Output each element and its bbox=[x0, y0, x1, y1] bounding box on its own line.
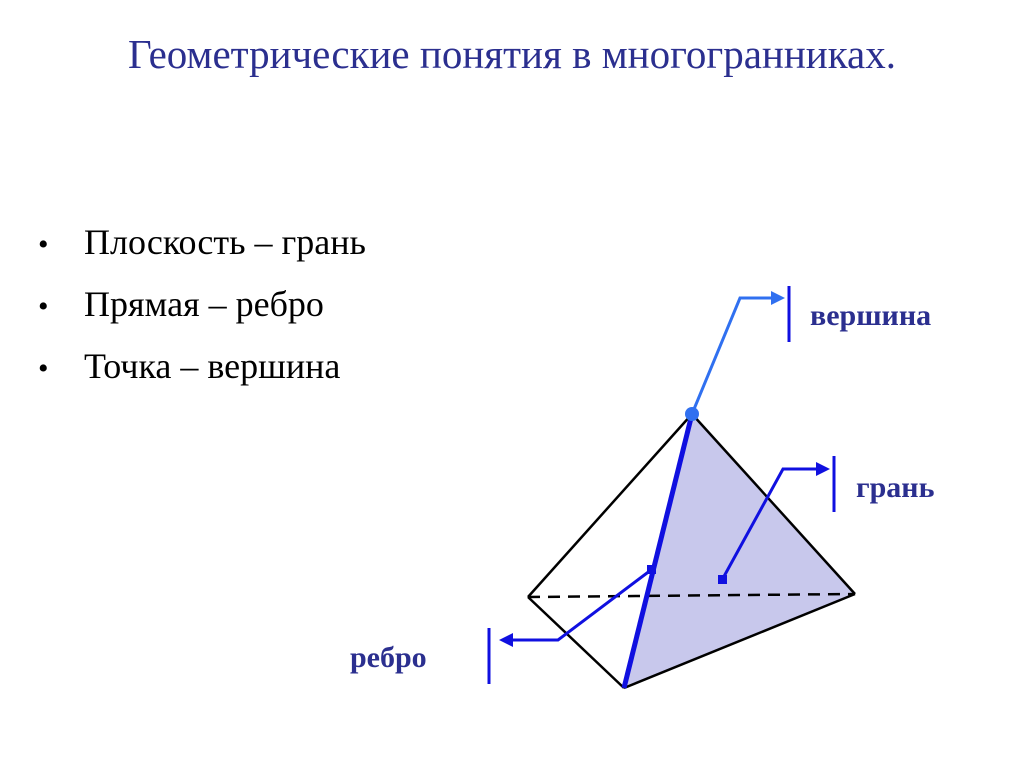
bullet-dot-icon: • bbox=[38, 228, 49, 261]
edge-apex-right bbox=[691, 413, 856, 595]
slide-title: Геометрические понятия в многогранниках. bbox=[128, 31, 896, 77]
bullet-item: • Плоскость – грань bbox=[38, 220, 366, 282]
bullet-text: Точка – вершина bbox=[84, 346, 341, 386]
edge-label: ребро bbox=[350, 641, 427, 674]
bullet-text: Прямая – ребро bbox=[84, 284, 324, 324]
vertex-label: вершина bbox=[810, 299, 931, 332]
face-label: грань bbox=[856, 471, 935, 504]
edge-arrow-icon bbox=[499, 633, 513, 647]
vertex-arrow-icon bbox=[771, 291, 785, 305]
bullet-item: • Точка – вершина bbox=[38, 344, 366, 406]
bullet-list: • Плоскость – грань • Прямая – ребро • Точк… bbox=[38, 220, 366, 406]
edge-apex-left bbox=[527, 413, 693, 598]
edge-left-bottom bbox=[527, 596, 625, 689]
vertex-pointer-line bbox=[690, 296, 780, 415]
edge-bottom-right bbox=[623, 592, 856, 690]
face-pointer-line bbox=[720, 467, 825, 581]
face-arrow-icon bbox=[816, 462, 830, 476]
edge-pointer-marker bbox=[647, 565, 656, 574]
highlighted-edge bbox=[621, 413, 695, 689]
bullet-item: • Прямая – ребро bbox=[38, 282, 366, 344]
edge-pointer-line bbox=[505, 568, 652, 642]
hidden-edge-dashed bbox=[527, 592, 856, 599]
bullet-text: Плоскость – грань bbox=[84, 222, 366, 262]
bullet-dot-icon: • bbox=[38, 290, 49, 323]
bullet-dot-icon: • bbox=[38, 352, 49, 385]
